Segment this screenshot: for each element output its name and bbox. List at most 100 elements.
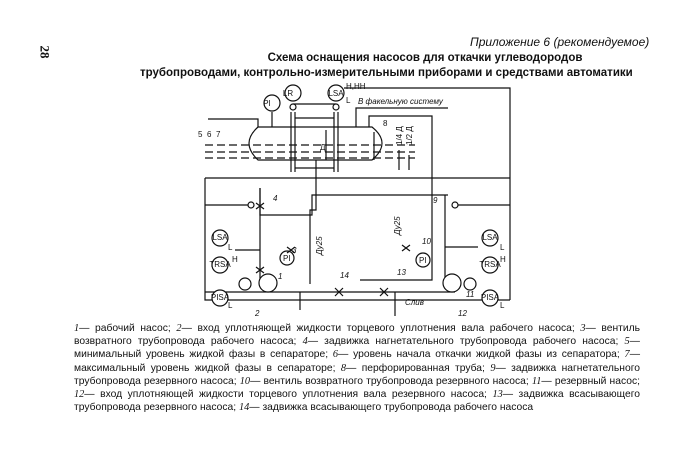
legend-text: — вентиль возвратного трубопровода резер… (250, 375, 529, 387)
instrument-lr (284, 84, 302, 111)
legend-text: — перфорированная труба; (346, 362, 485, 374)
label-11: 11 (466, 290, 474, 299)
legend-number: 13 (492, 389, 503, 401)
label-d: Д (320, 143, 326, 152)
legend-text: — задвижка всасывающего трубопровода раб… (249, 402, 534, 414)
level-gauge-columns (290, 103, 339, 172)
legend-number: 7 (624, 349, 630, 361)
title-line-1: Схема оснащения насосов для откачки угле… (267, 52, 583, 64)
label-h-trsa-left: H (232, 255, 238, 264)
legend-item: 7— максимальный уровень жидкой фазы в се… (74, 349, 640, 373)
legend-item: 4— задвижка нагнетательного трубопровода… (303, 336, 619, 347)
legend-number: 12 (74, 389, 85, 401)
legend-item: 10— вентиль возвратного трубопровода рез… (240, 376, 529, 387)
label-pisa-left: PISA (211, 293, 230, 302)
suction-line (309, 160, 317, 284)
label-lsa-left: LSA (212, 233, 228, 242)
legend-text: — рабочий насос; (79, 323, 171, 334)
legend-number: 9 (490, 362, 496, 374)
legend-text: — задвижка нагнетательного трубопровода … (307, 336, 619, 348)
label-lsa-top: LSA (328, 89, 344, 98)
label-13: 13 (397, 268, 406, 277)
label-lr: LR (283, 89, 293, 98)
legend-number: 10 (239, 375, 251, 387)
label-drain: Слив (405, 298, 424, 307)
legend-text: — задвижка нагнетательного трубопровода … (74, 362, 640, 387)
instrument-lsa-right (481, 229, 499, 247)
label-8: 8 (383, 119, 388, 128)
instrument-lsa-top (327, 84, 511, 300)
discharge-header (259, 188, 448, 216)
label-4: 4 (273, 194, 278, 203)
legend-item: 3— вентиль возвратного трубопровода рабо… (74, 323, 640, 347)
instrument-pisa-right (481, 289, 499, 307)
label-half-d: 1/2 Д (405, 126, 414, 145)
legend-number: 6 (332, 349, 339, 361)
label-6: 6 (207, 130, 212, 139)
label-1: 1 (278, 272, 282, 281)
legend-item: 6— уровень начала откачки жидкой фазы из… (333, 349, 620, 360)
legend-text: — вход уплотняющей жидкости торцевого уп… (84, 389, 487, 401)
label-l-top: L (346, 96, 351, 105)
legend-item: 8— перфорированная труба; (341, 363, 485, 374)
legend-item: 12— вход уплотняющей жидкости торцевого … (74, 389, 487, 400)
control-frame (204, 177, 510, 301)
label-quarter-d: 1/4 Д (395, 126, 404, 145)
instrument-trsa-left (211, 256, 229, 274)
label-pi-left: PI (283, 254, 291, 263)
legend-number: 8 (340, 362, 347, 374)
label-9: 9 (433, 196, 438, 205)
label-du25-left: Ду25 (315, 236, 324, 256)
inlet-pipe (208, 118, 259, 127)
instrument-pi-top (263, 94, 281, 127)
label-h-trsa-right: H (500, 255, 506, 264)
appendix-label: Приложение 6 (рекомендуемое) (470, 35, 650, 49)
label-3: 3 (292, 246, 297, 255)
legend-number: 5 (624, 336, 630, 348)
label-du25-right: Ду25 (393, 216, 402, 236)
return-line-right (360, 115, 433, 281)
legend-item: 9— задвижка нагнетательного трубопровода… (74, 363, 640, 387)
label-h-hh: H,HH (346, 82, 366, 91)
instrument-lsa-left (211, 229, 229, 247)
legend-text: — уровень начала откачки жидкой фазы из … (338, 349, 620, 361)
separator-vessel (205, 126, 415, 170)
legend-number: 3 (580, 323, 586, 334)
label-5: 5 (198, 130, 203, 139)
label-pi-right: PI (419, 256, 427, 265)
valve-13 (379, 287, 389, 297)
label-trsa-right: TRSA (479, 260, 501, 269)
label-12: 12 (458, 309, 467, 318)
label-l-pisa-right: L (500, 301, 505, 310)
label-pisa-right: PISA (481, 293, 500, 302)
legend-item: 5— минимальный уровень жидкой фазы в сеп… (74, 336, 640, 360)
label-l-pisa-left: L (228, 301, 233, 310)
legend-number: 11 (531, 375, 542, 387)
legend-text: — минимальный уровень жидкой фазы в сепа… (74, 336, 640, 361)
legend-text: — задвижка всасывающего трубопровода рез… (74, 389, 640, 414)
legend-item: 11— резервный насос; (532, 376, 640, 387)
valve-14 (334, 287, 344, 297)
flare-pipe (355, 107, 448, 127)
label-lsa-right: LSA (482, 233, 498, 242)
label-l-lsa-right: L (500, 243, 505, 252)
label-pi: PI (263, 99, 271, 108)
legend-item: 2— вход уплотняющей жидкости торцевого у… (176, 323, 574, 334)
label-trsa-left: TRSA (209, 260, 231, 269)
legend-item: 13— задвижка всасывающего трубопровода р… (74, 389, 640, 413)
legend-item: 14— задвижка всасывающего трубопровода р… (239, 402, 533, 413)
legend-text: — максимальный уровень жидкой фазы в сеп… (74, 349, 640, 374)
legend-number: 4 (302, 336, 308, 348)
instrument-trsa-right (481, 256, 499, 274)
label-flare: В факельную систему (358, 97, 444, 106)
legend: 1— рабочий насос; 2— вход уплотняющей жи… (74, 322, 640, 414)
label-10: 10 (422, 237, 431, 246)
legend-item: 1— рабочий насос; (74, 323, 171, 334)
legend-number: 14 (239, 402, 250, 414)
label-l-lsa-left: L (228, 243, 233, 252)
label-2: 2 (254, 309, 260, 318)
legend-number: 2 (176, 323, 182, 334)
legend-text: — резервный насос; (541, 375, 640, 387)
reserve-pump-assembly (401, 195, 510, 293)
